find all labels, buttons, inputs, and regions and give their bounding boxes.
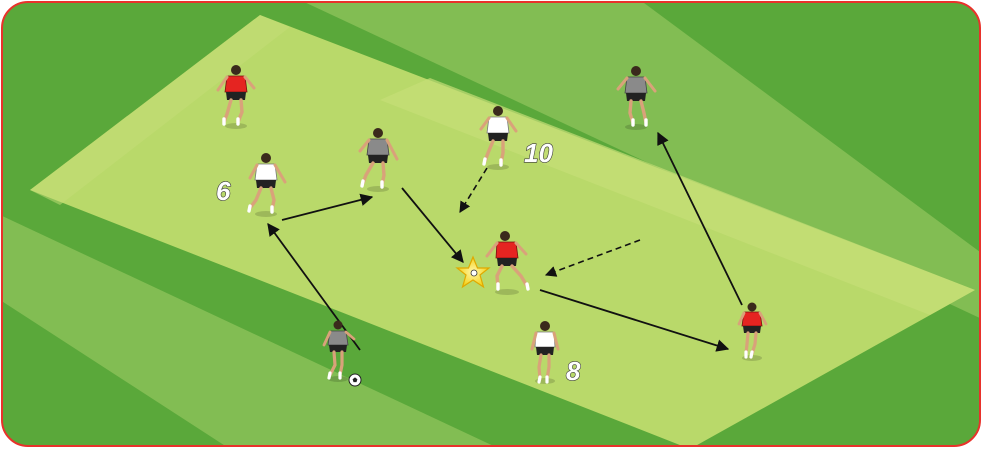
soccer-ball-icon [349, 374, 361, 386]
player-number-10: 10 [524, 138, 553, 168]
player-number-8: 8 [566, 356, 581, 386]
player-number-6: 6 [216, 176, 231, 206]
